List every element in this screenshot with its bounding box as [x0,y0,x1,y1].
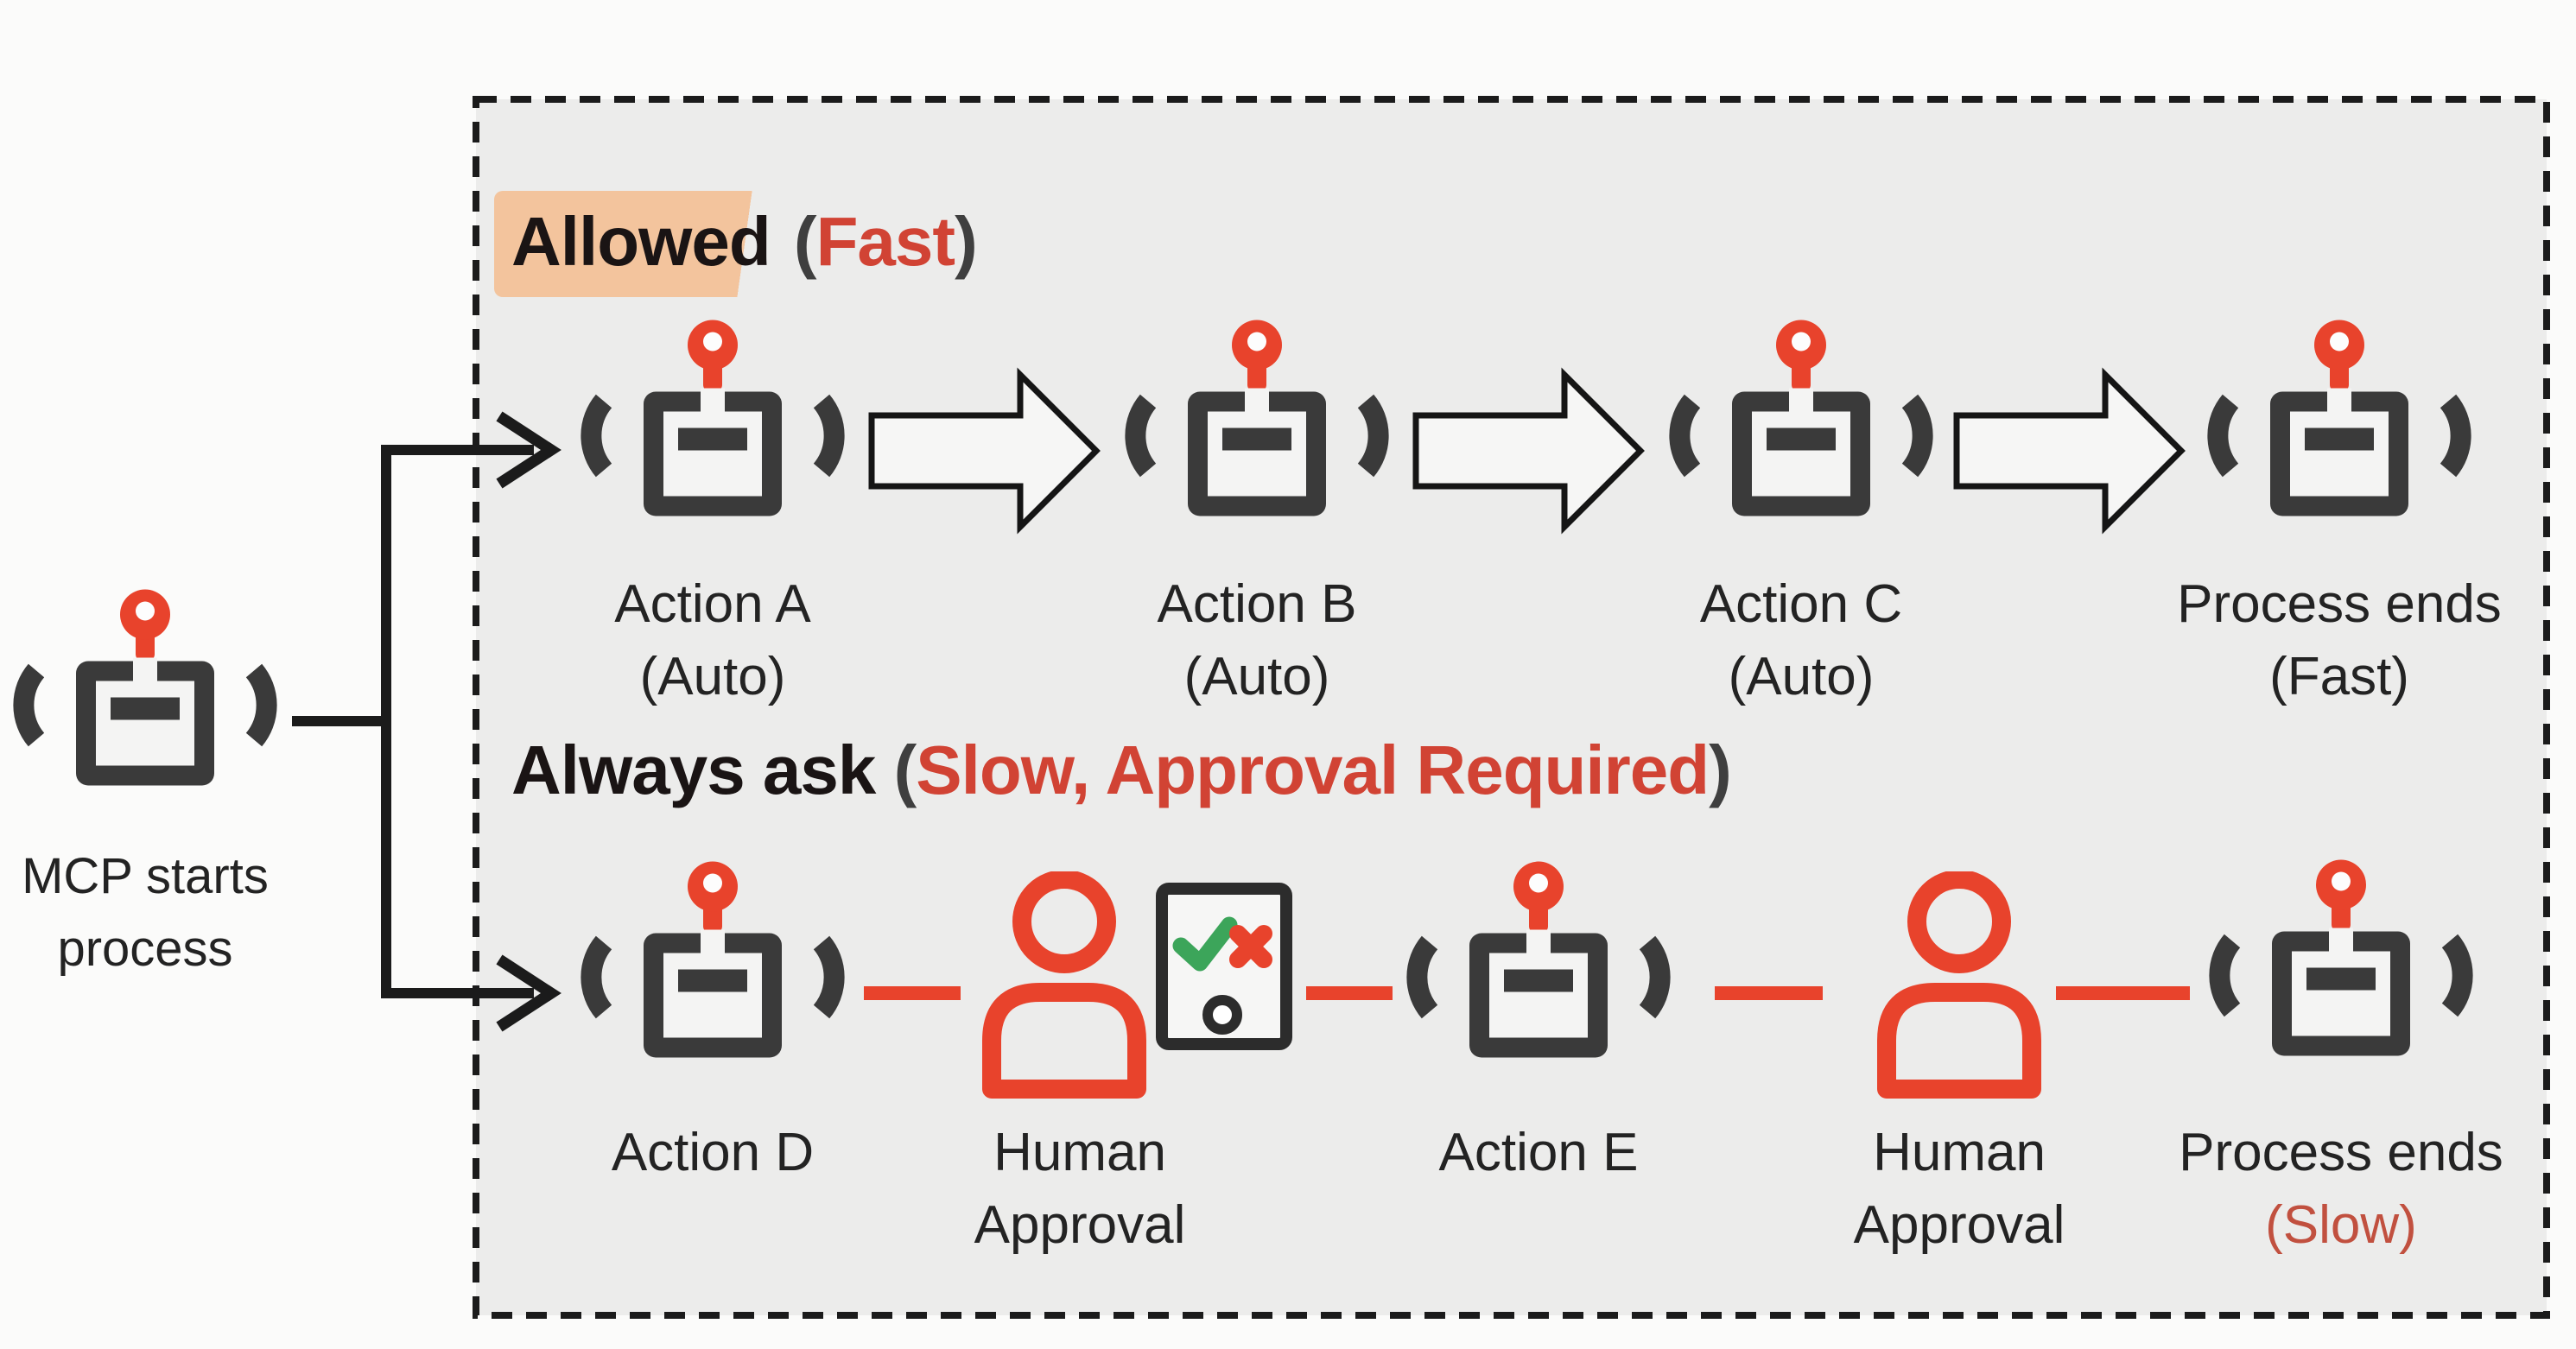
ask-title-close-paren: ) [1709,732,1732,808]
label-subline: Approval [1853,1195,2065,1255]
node-label-human-approval-1: Human Approval [855,1117,1304,1262]
label-line: Human [993,1123,1166,1182]
label-subline: Approval [974,1195,1186,1255]
robot-icon [7,586,283,807]
approval-checklist-icon [1155,882,1293,1051]
label-subline: (Auto) [639,647,786,706]
ask-title-open-paren: ( [875,732,917,808]
label-subline: (Auto) [1183,647,1330,706]
robot-icon [1400,858,1677,1079]
robot-icon [2201,317,2478,537]
node-label-human-approval-2: Human Approval [1735,1117,2184,1262]
start-label-line2: process [57,921,233,977]
arrowhead-fast-lane-icon [496,411,562,489]
ask-lane-title: Always ask (Slow, Approval Required) [511,731,1732,810]
label-subline: (Slow) [2265,1195,2417,1255]
start-node-label: MCP starts process [0,840,370,985]
node-label-action-a: Action A (Auto) [488,568,937,713]
flow-arrow-icon [1412,364,1646,537]
fast-title-close-paren: ) [955,203,978,280]
label-line: Action E [1438,1123,1639,1182]
flow-arrow-icon [868,364,1101,537]
fast-lane-title: Allowed (Fast) [494,191,978,297]
label-line: Action D [611,1123,815,1182]
node-label-action-e: Action E [1314,1117,1763,1189]
label-line: Action B [1157,574,1357,634]
ask-title-main: Always ask [511,732,876,808]
arrowhead-ask-lane-icon [496,954,562,1032]
robot-icon [574,858,851,1079]
node-label-process-ends-slow: Process ends (Slow) [2116,1117,2566,1262]
ask-title-accent: Slow, Approval Required [916,732,1710,808]
human-icon [1873,871,2046,1100]
node-label-action-d: Action D [488,1117,937,1189]
start-branch-connector [292,445,534,998]
robot-icon [574,317,851,537]
label-subline: (Auto) [1728,647,1875,706]
label-line: Human [1873,1123,2046,1182]
label-line: Action C [1699,574,1903,634]
start-label-line1: MCP starts [22,848,269,904]
flow-arrow-icon [1953,364,2186,537]
robot-icon [1119,317,1395,537]
node-label-action-b: Action B (Auto) [1032,568,1482,713]
node-label-process-ends-fast: Process ends (Fast) [2115,568,2564,713]
fast-title-open-paren: ( [775,203,817,280]
robot-icon [2203,857,2479,1077]
robot-icon [1663,317,1939,537]
fast-title-accent: Fast [815,203,955,280]
label-line: Action A [614,574,811,634]
label-line: Process ends [2179,1123,2503,1182]
label-subline: (Fast) [2269,647,2409,706]
label-line: Process ends [2177,574,2502,634]
human-icon [978,871,1151,1100]
node-label-action-c: Action C (Auto) [1577,568,2026,713]
policy-boundary-box [473,96,2550,1319]
allowed-highlight: Allowed [494,191,776,297]
